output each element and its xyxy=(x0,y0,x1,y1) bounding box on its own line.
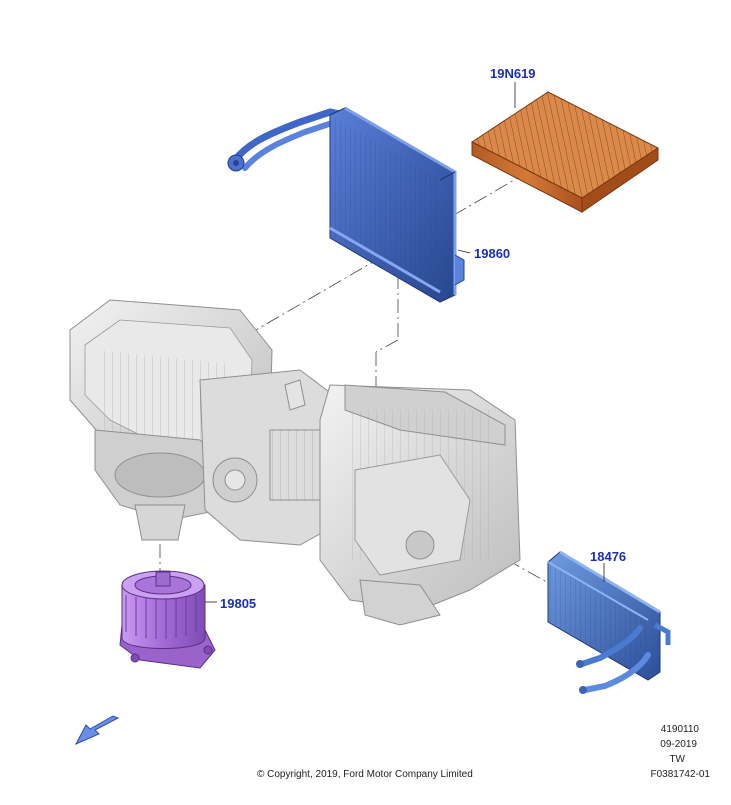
evaporator-core xyxy=(227,106,465,303)
callout-18476: 18476 xyxy=(590,549,627,564)
info-line-4: F0381742-01 xyxy=(650,769,711,780)
callout-19N619: 19N619 xyxy=(490,66,536,81)
heater-core xyxy=(547,550,671,694)
callout-19805: 19805 xyxy=(220,596,257,611)
blower-motor xyxy=(119,570,216,669)
leader-lines xyxy=(205,82,605,603)
hvac-housing xyxy=(69,299,521,626)
cabin-air-filter xyxy=(471,91,659,213)
info-line-1: 4190110 xyxy=(660,724,699,735)
direction-arrow-icon xyxy=(74,715,120,746)
copyright-text: © Copyright, 2019, Ford Motor Company Li… xyxy=(257,769,473,780)
info-line-3: TW xyxy=(669,754,685,765)
callout-19860: 19860 xyxy=(474,246,511,261)
info-line-2: 09-2019 xyxy=(660,739,697,750)
